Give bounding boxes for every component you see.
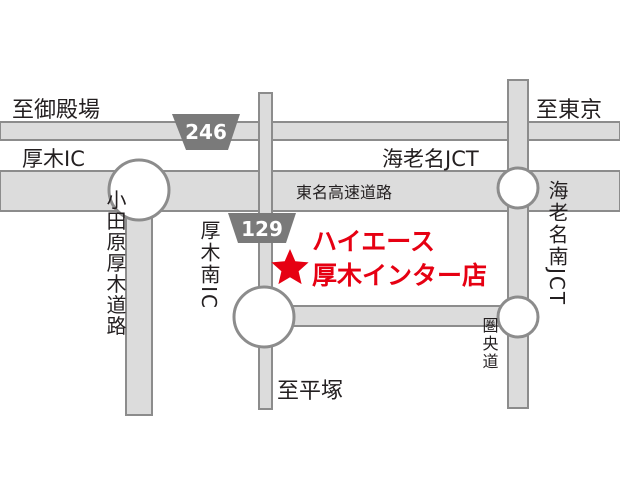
route-129-number: 129 [241, 217, 283, 241]
label-atsugi-minami-ic: 厚木南IC [197, 220, 221, 310]
star-icon [271, 249, 309, 285]
route-shield-icon: 246 129 [172, 114, 296, 243]
label-to-gotemba: 至御殿場 [12, 98, 100, 123]
store-name-line2: 厚木インター店 [312, 261, 487, 290]
atsugi-minami-ic-circle [232, 285, 296, 349]
label-to-tokyo: 至東京 [536, 98, 602, 123]
label-ebina-jct: 海老名JCT [382, 147, 479, 171]
ebina-jct-circle [496, 166, 540, 210]
label-ken-o-road: 圏央道 [480, 317, 499, 371]
road-route-246 [0, 121, 620, 141]
ebina-minami-jct-circle [496, 295, 540, 339]
interchanges [107, 158, 540, 349]
store-name-line1: ハイエース [312, 227, 435, 256]
route-246-number: 246 [185, 120, 227, 144]
atsugi-ic-circle [107, 158, 171, 222]
route-246-shield [172, 114, 240, 150]
label-atsugi-ic: 厚木IC [22, 147, 85, 171]
label-ebina-minami-jct: 海老名南JCT [545, 180, 569, 306]
label-odawara-atsugi-road: 小田原厚木道路 [103, 189, 127, 336]
road-odawara-atsugi [125, 210, 153, 416]
label-tomei: 東名高速道路 [296, 183, 392, 202]
route-129-shield [228, 213, 296, 243]
label-to-hiratsuka: 至平塚 [277, 379, 343, 404]
road-connector [271, 305, 509, 327]
